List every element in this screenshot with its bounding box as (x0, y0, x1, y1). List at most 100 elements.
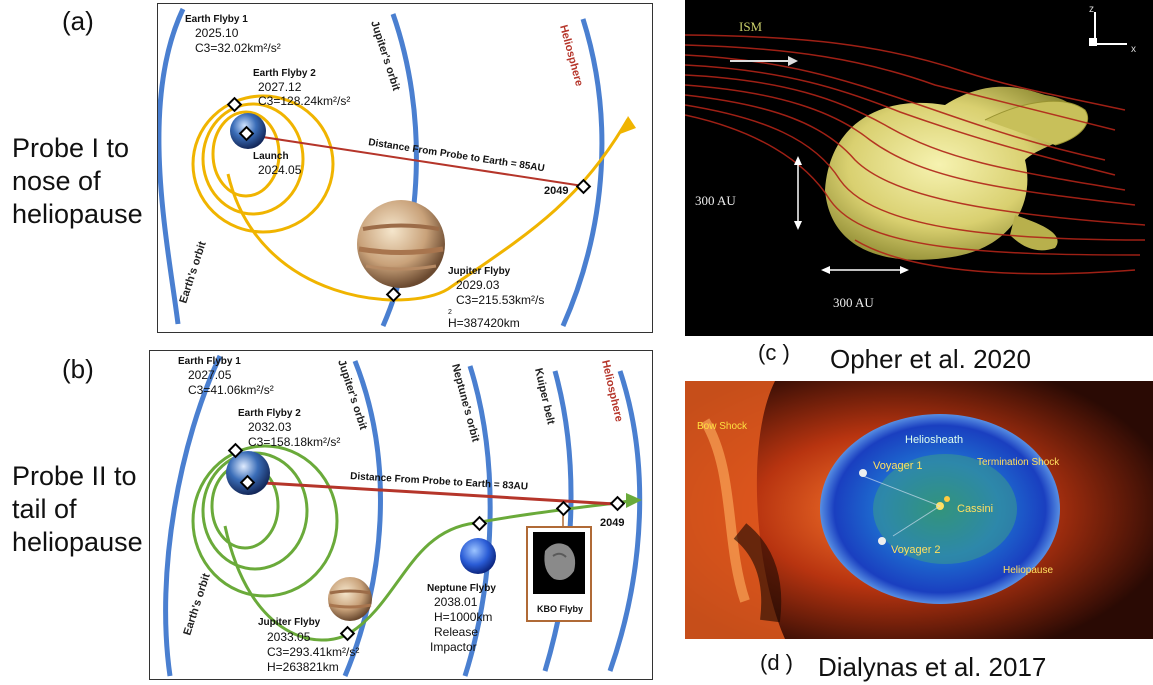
kuiper-orbit-b (542, 370, 574, 672)
panel-b-svg: KBO Flyby Earth's orbit Jupiter's orbit … (163, 354, 643, 677)
panel-c-citation: Opher et al. 2020 (830, 344, 1031, 374)
earth-orbit-label-a: Earth's orbit (177, 240, 208, 305)
earth-flyby1-title-a: Earth Flyby 1 (185, 14, 248, 25)
traj-loop-1-a (191, 94, 335, 234)
jupiter-flyby-c3-a: C3=215.53km²/s (456, 293, 544, 307)
earth-flyby2-c3-a: C3=128.24km²/s² (258, 94, 350, 108)
launch-date-a: 2024.05 (258, 163, 302, 177)
distance-label-a: Distance From Probe to Earth = 85AU (368, 137, 546, 174)
traj-main-b (223, 499, 631, 642)
helio-orbit-a (560, 18, 605, 328)
panel-d-tag: (d ) (760, 650, 793, 675)
kuiper-label-b: Kuiper belt (532, 367, 557, 426)
marker-2049-a (575, 178, 592, 195)
probe-1-label: Probe I to nose of heliopause (12, 132, 143, 231)
panel-d-citation: Dialynas et al. 2017 (818, 652, 1047, 682)
panel-a-svg: Earth's orbit Jupiter's orbit Heliospher… (158, 7, 636, 330)
jupiter-a (357, 200, 445, 288)
probe-1-line1: Probe I to (12, 133, 130, 163)
year-label-a: 2049 (544, 185, 568, 197)
neptune-impactor-b: Impactor (430, 640, 477, 654)
jupiter-flyby-date-a: 2029.03 (456, 278, 500, 292)
probe-1-line3: heliopause (12, 198, 143, 229)
ism-label: ISM (739, 19, 763, 34)
cassini-label: Cassini (957, 503, 993, 515)
marker-flyby1-a (226, 96, 243, 113)
heliosheath-label: Heliosheath (905, 434, 963, 446)
helio-label-a: Heliosphere (557, 24, 585, 88)
probe-2-line1: Probe II to (12, 461, 137, 491)
neptune-b (460, 538, 496, 574)
panel-a-tag: (a) (62, 6, 94, 36)
marker-launch-a (238, 125, 255, 142)
kbo-label-b: KBO Flyby (537, 604, 583, 614)
earth-flyby1-title-b: Earth Flyby 1 (178, 356, 241, 367)
helio-orbit-b (607, 370, 643, 672)
year-label-b: 2049 (600, 517, 624, 529)
marker-jupiter-b (339, 625, 356, 642)
earth-b (226, 451, 270, 495)
jupiter-flyby-h-b: H=263821km (267, 660, 339, 674)
probe-2-label: Probe II to tail of heliopause (12, 460, 143, 559)
marker-kbo-b (555, 500, 572, 517)
scale-v-label: 300 AU (695, 193, 736, 208)
jupiter-orbit-a (380, 13, 419, 327)
voyager1-label: Voyager 1 (873, 460, 923, 472)
earth-flyby1-c3-a: C3=32.02km²/s² (195, 41, 281, 55)
traj-arrow-a (620, 116, 636, 134)
marker-2049-b (609, 495, 626, 512)
voyager1-marker (859, 469, 867, 477)
termination-label: Termination Shock (977, 457, 1060, 468)
scale-h-label: 300 AU (833, 295, 874, 310)
earth-orbit-a (158, 7, 186, 325)
traj-arrow-b (626, 493, 642, 508)
panel-b-diagram: KBO Flyby Earth's orbit Jupiter's orbit … (149, 350, 653, 680)
earth-orbit-label-b: Earth's orbit (181, 572, 212, 637)
voyager2-label: Voyager 2 (891, 544, 941, 556)
neptune-orbit-label-b: Neptune's orbit (449, 363, 481, 444)
marker-jupiter-a (385, 286, 402, 303)
panel-b-tag: (b) (62, 354, 94, 384)
jupiter-orbit-b (342, 360, 383, 677)
bow-shock-label: Bow Shock (697, 421, 748, 432)
jupiter-b (328, 577, 372, 621)
marker-neptune-b (471, 515, 488, 532)
distance-line-a (242, 133, 584, 187)
probe-1-line2: nose of (12, 165, 101, 196)
distance-line-b (246, 480, 616, 506)
marker-flyby1-b (227, 442, 244, 459)
panel-d-image: Bow Shock Heliosheath Termination Shock … (685, 381, 1153, 639)
earth-flyby1-date-a: 2025.10 (195, 26, 239, 40)
jupiter-flyby-title-a: Jupiter Flyby (448, 266, 511, 277)
cassini-marker (944, 496, 950, 502)
jupiter-flyby-c3-b: C3=293.41km²/s² (267, 645, 359, 659)
traj-main-a (226, 118, 630, 302)
launch-title-a: Launch (253, 151, 289, 162)
helio-label-b: Heliosphere (599, 359, 625, 423)
jupiter-flyby-date-b: 2033.05 (267, 630, 311, 644)
earth-orbit-b (163, 354, 223, 677)
earth-flyby1-date-b: 2027.05 (188, 368, 232, 382)
neptune-flyby-h-b: H=1000km (434, 610, 492, 624)
panel-a-diagram: Earth's orbit Jupiter's orbit Heliospher… (157, 3, 653, 333)
earth-flyby2-title-a: Earth Flyby 2 (253, 68, 316, 79)
probe-2-line3: heliopause (12, 526, 143, 557)
neptune-flyby-date-b: 2038.01 (434, 595, 478, 609)
field-lines (685, 34, 1146, 275)
traj-loop-3-a (211, 110, 281, 198)
traj-loop-1-b (191, 444, 339, 598)
earth-flyby2-date-b: 2032.03 (248, 420, 292, 434)
earth-flyby1-c3-b: C3=41.06km²/s² (188, 383, 274, 397)
jupiter-flyby-title-b: Jupiter Flyby (258, 617, 321, 628)
neptune-flyby-title-b: Neptune Flyby (427, 583, 496, 594)
panel-d-svg: Bow Shock Heliosheath Termination Shock … (685, 381, 1153, 639)
axis-x: x (1131, 44, 1136, 55)
traj-loop-2-a (201, 102, 305, 216)
axis-z: z (1089, 4, 1094, 15)
panel-c-tag: (c ) (758, 340, 790, 365)
earth-flyby2-c3-b: C3=158.18km²/s² (248, 435, 340, 449)
heliopause-label: Heliopause (1003, 565, 1053, 576)
termination-shock (873, 454, 1017, 564)
neptune-release-b: Release (434, 625, 478, 639)
marker-earth-b (239, 474, 256, 491)
